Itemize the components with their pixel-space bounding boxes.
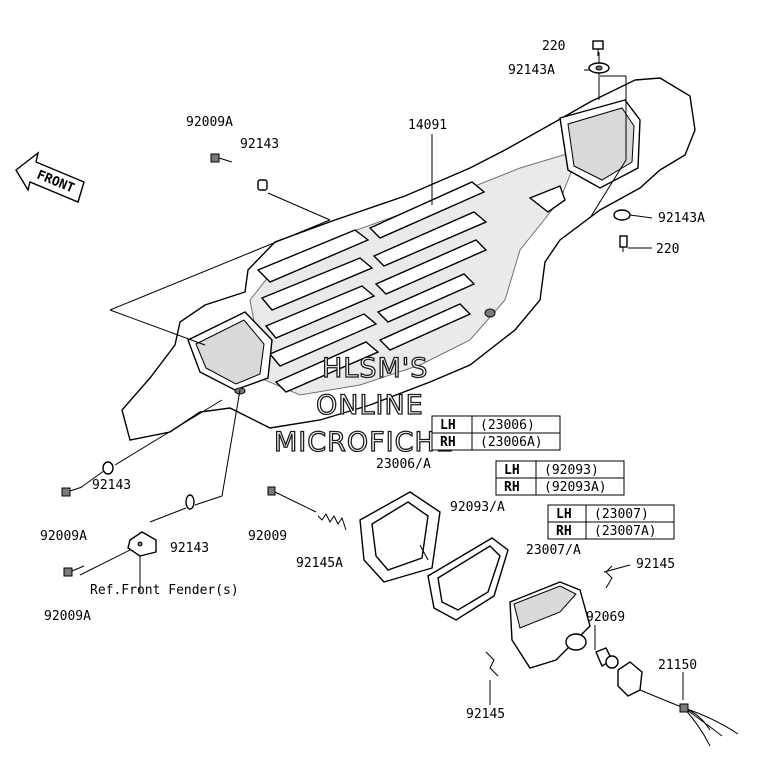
part-label-92069: 92069 [586,610,625,625]
part-label-92143: 92143 [170,541,209,556]
part-label-92143: 92143 [240,137,279,152]
side-table-23007: LH (23007) RH (23007A) [547,504,675,540]
screw-220-right-icon [619,235,628,252]
bracket-icon [127,531,157,557]
table-cell-side: RH [504,480,520,495]
side-table-23006: LH (23006) RH (23006A) [431,415,561,451]
table-cell-part: (92093A) [544,480,607,495]
part-label-92143A: 92143A [508,63,555,78]
table-cell-part: (23007A) [594,524,657,539]
clip-92145-right-icon [605,565,613,589]
part-label-92145: 92145 [466,707,505,722]
table-cell-side: LH [504,463,520,478]
grommet-92143A-top-icon [588,62,610,74]
part-label-92143: 92143 [92,478,131,493]
spring-92145A-icon [317,513,347,531]
louver-right-column [368,181,488,351]
side-table-92093: LH (92093) RH (92093A) [495,460,625,496]
gasket [427,537,509,621]
washer-92143-mid-icon [185,494,195,510]
hardware [61,40,631,577]
screw-92009A-mid-icon [61,486,83,497]
reference-note: Ref.Front Fender(s) [90,583,239,598]
part-label-14091: 14091 [408,118,447,133]
part-label-92009A: 92009A [44,609,91,624]
table-cell-part: (23007) [594,507,649,522]
part-label-92145A: 92145A [296,556,343,571]
part-label-92093A: 92093/A [450,500,505,515]
headlight-unit [509,581,591,669]
socket-harness [617,661,739,747]
bolt-92009-icon [267,486,317,513]
part-label-92009: 92009 [248,529,287,544]
part-label-92145: 92145 [636,557,675,572]
screw-92009A-top-icon [210,153,233,163]
grommet-92143A-right-icon [613,209,631,221]
part-label-23007A: 23007/A [526,543,581,558]
table-cell-side: RH [556,524,572,539]
watermark-line-3: MICROFICHE [274,427,454,458]
bulb-icon [595,647,619,669]
screw-92009A-bottom-icon [63,565,85,577]
screw-220-top-icon [592,40,604,56]
part-label-21150: 21150 [658,658,697,673]
louver-left-column [256,229,380,393]
watermark: HLSM'S ONLINE MICROFICHE [273,352,454,458]
table-cell-part: (23006A) [480,435,543,450]
part-label-92009A: 92009A [40,529,87,544]
part-label-220: 220 [542,39,565,54]
part-label-220: 220 [656,242,679,257]
table-cell-side: LH [556,507,572,522]
part-label-92009A: 92009A [186,115,233,130]
watermark-line-1: HLSM'S [322,353,428,384]
table-cell-side: RH [440,435,456,450]
headlight-cover [121,77,696,441]
washer-92143-left-icon [102,461,114,475]
nut-92143-top-icon [257,179,268,191]
part-label-23006A: 23006/A [376,457,431,472]
front-arrow-icon: FRONT [15,151,85,203]
headlight-frame [359,491,441,583]
table-cell-part: (92093) [544,463,599,478]
part-labels: 220 92143A 14091 92009A 92143 92143A 220… [40,39,705,722]
clip-92145-bottom-icon [485,651,499,677]
table-cell-side: LH [440,418,456,433]
table-cell-part: (23006) [480,418,535,433]
part-label-92143A: 92143A [658,211,705,226]
watermark-line-2: ONLINE [316,390,424,421]
